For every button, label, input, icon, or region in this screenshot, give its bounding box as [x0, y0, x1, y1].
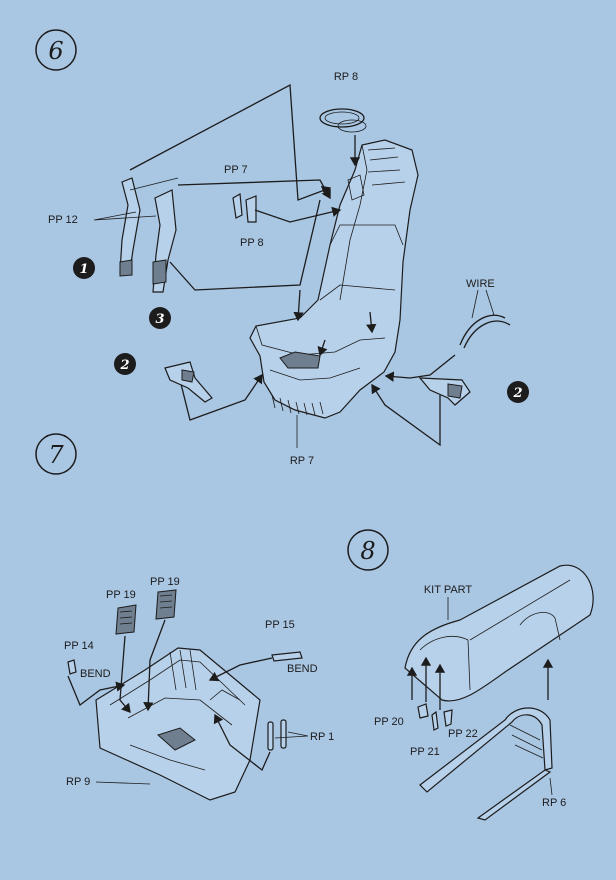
step-number: 8	[360, 537, 375, 565]
step-7-marker: 7	[35, 433, 77, 475]
label-pp14: PP 14	[64, 640, 94, 652]
cockpit-tub-part	[95, 647, 261, 801]
label-pp19-right: PP 19	[150, 576, 180, 588]
pp14-part: PP 14 BEND	[64, 640, 111, 680]
label-pp21: PP 21	[410, 746, 440, 758]
badge-circle	[73, 257, 95, 279]
badge-number: 1	[79, 262, 88, 277]
pp19-left-part: PP 19	[106, 589, 137, 635]
rp8-ring-part: RP 8	[319, 71, 367, 167]
badge-number: 3	[155, 312, 164, 327]
badge-circle	[507, 381, 529, 403]
step-6-leaders	[129, 83, 456, 448]
pp15-part: PP 15 BEND	[265, 619, 318, 675]
badge-circle	[114, 353, 136, 375]
step-7-leaders: RP 9	[66, 619, 273, 788]
badge-2-left: 2	[114, 353, 136, 375]
label-rp9: RP 9	[66, 776, 90, 788]
label-rp8: RP 8	[334, 71, 358, 83]
label-pp8: PP 8	[240, 237, 264, 249]
step-circle	[35, 433, 77, 475]
label-rp7: RP 7	[290, 455, 314, 467]
step-6-marker: 6	[35, 29, 77, 71]
label-bend-right: BEND	[287, 663, 318, 675]
rp1-rods-part: RP 1	[267, 719, 334, 751]
badge-circle	[149, 307, 171, 329]
small-parts-pp20-22: PP 20 PP 21 PP 22	[374, 703, 478, 758]
label-kit-part: KIT PART	[424, 584, 473, 596]
wire-part: WIRE	[459, 278, 511, 349]
buckle-left-part	[164, 361, 213, 403]
pp12-straps-part: PP 12	[48, 177, 179, 293]
step-8-marker: 8	[347, 529, 389, 571]
kit-part-canopy: KIT PART	[404, 564, 594, 702]
badge-number: 2	[512, 386, 522, 401]
label-pp19-left: PP 19	[106, 589, 136, 601]
badge-number: 2	[119, 358, 129, 373]
label-pp12: PP 12	[48, 214, 78, 226]
label-wire: WIRE	[466, 278, 495, 290]
rp6-frame-part: RP 6	[419, 707, 566, 821]
badge-3: 3	[149, 307, 171, 329]
ejection-seat-part	[249, 139, 419, 419]
step-circle	[347, 529, 389, 571]
step-number: 7	[48, 441, 64, 469]
buckle-right-part	[418, 377, 471, 406]
step-circle	[35, 29, 77, 71]
pp19-right-part: PP 19	[150, 576, 180, 620]
pp7-pp8-parts: PP 7 PP 8	[224, 164, 264, 249]
label-rp6: RP 6	[542, 797, 566, 809]
label-pp20: PP 20	[374, 716, 404, 728]
step-8-leaders	[406, 656, 554, 710]
badge-1: 1	[73, 257, 95, 279]
badge-2-right: 2	[507, 381, 529, 403]
label-pp15: PP 15	[265, 619, 295, 631]
label-pp7: PP 7	[224, 164, 248, 176]
label-rp1: RP 1	[310, 731, 334, 743]
step-number: 6	[48, 37, 63, 65]
label-bend-left: BEND	[80, 668, 111, 680]
label-pp22: PP 22	[448, 728, 478, 740]
